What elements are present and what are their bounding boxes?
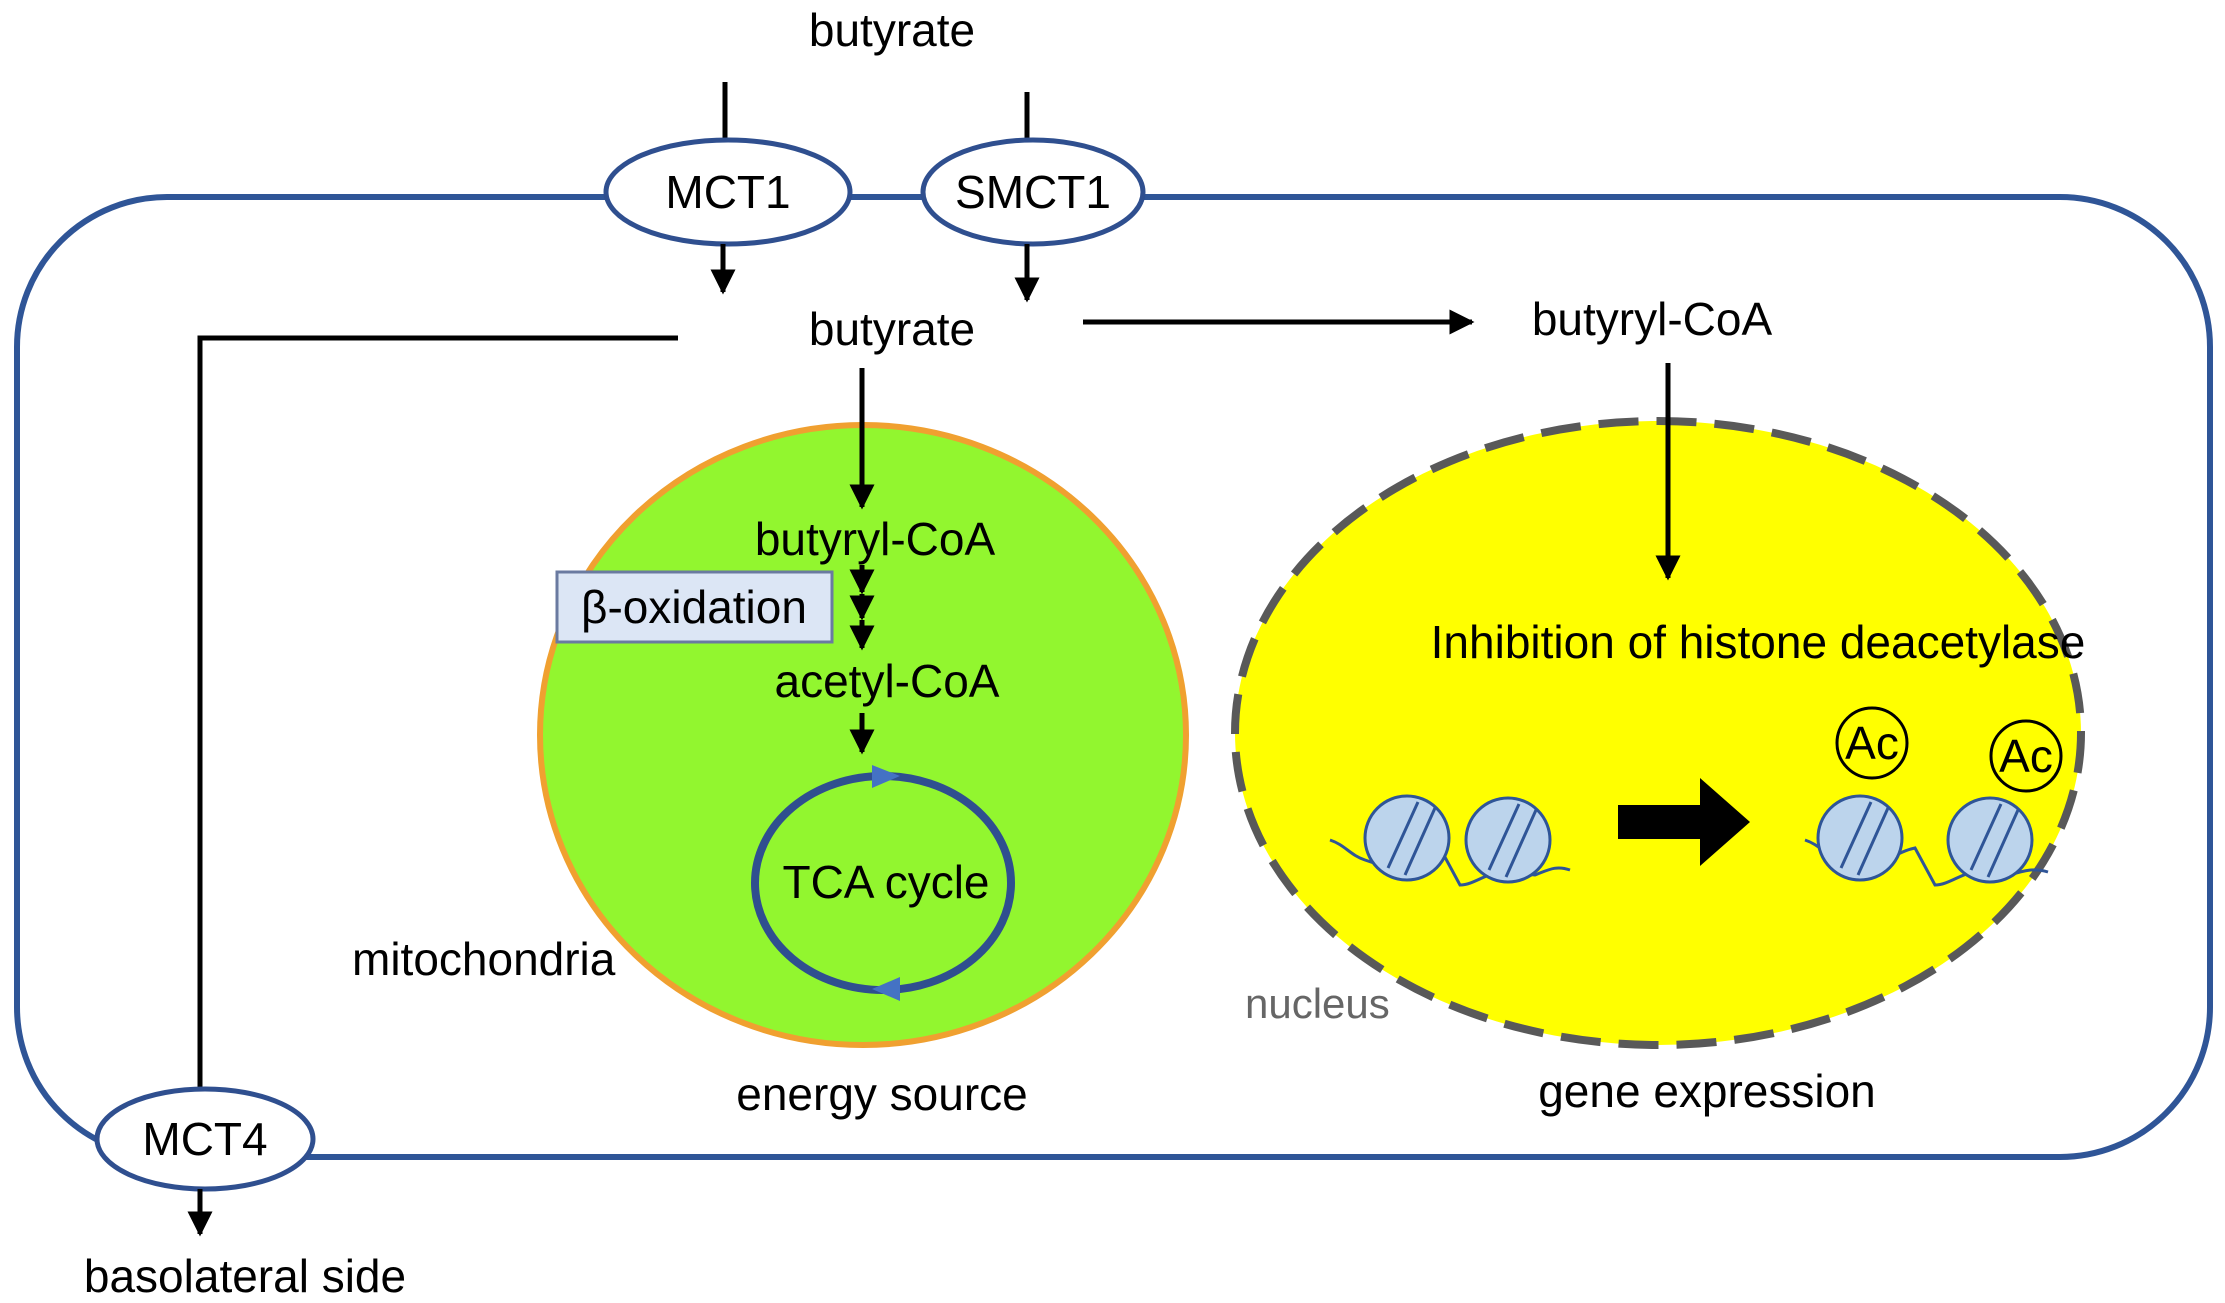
nucleosome-after-1-wrap-a <box>1839 801 1873 869</box>
tca-cycle-arrow-top <box>872 765 900 788</box>
nucleosome-after-2-wrap-a <box>1969 803 2003 871</box>
mct4-label: MCT4 <box>142 1113 267 1165</box>
nucleus <box>1231 417 2085 1049</box>
mct1-transporter: MCT1 <box>603 137 853 247</box>
energy-source-label: energy source <box>736 1068 1028 1120</box>
butyrate-inside-label: butyrate <box>809 303 975 355</box>
beta-oxidation-label: β-oxidation <box>581 581 807 633</box>
tca-cycle-arrow-bottom <box>872 977 900 1001</box>
smct1-ellipse <box>920 137 1146 247</box>
nucleosome-group-before <box>1329 794 1571 887</box>
nucleosome-after-1 <box>1816 794 1904 882</box>
butyrate-outside-label: butyrate <box>809 4 975 56</box>
nucleosome-before-1 <box>1363 794 1451 882</box>
nucleosome-before-2-wrap-a <box>1487 803 1521 871</box>
mitochondria-label: mitochondria <box>352 933 616 985</box>
acetyl-group-1 <box>1835 706 1909 780</box>
nucleosome-before-2 <box>1464 796 1552 884</box>
acetyl-group-2 <box>1989 719 2063 793</box>
mct4-transporter: MCT4 <box>94 1086 316 1192</box>
nucleosome-before-2-wrap-b <box>1504 809 1538 878</box>
nucleus-label: nucleus <box>1245 980 1390 1027</box>
butyryl-coa-cytosol-label: butyryl-CoA <box>1532 293 1773 345</box>
smct1-transporter: SMCT1 <box>920 137 1146 247</box>
butyrate-efflux-path <box>197 335 678 1090</box>
mct1-ellipse <box>603 137 853 247</box>
acetyl-group-1-label: Ac <box>1845 717 1899 769</box>
dna-strand-before <box>1329 838 1571 887</box>
tca-cycle-label: TCA cycle <box>782 856 989 908</box>
beta-oxidation-rect <box>555 570 834 644</box>
nucleosome-before-1-wrap-b <box>1403 807 1437 876</box>
beta-oxidation-box: β-oxidation <box>555 570 834 644</box>
nucleosome-before-1-wrap-a <box>1386 801 1420 869</box>
hdac-inhibition-label: Inhibition of histone deacetylase <box>1431 616 2086 668</box>
acetyl-group-2-label: Ac <box>1999 730 2053 782</box>
gene-expression-label: gene expression <box>1538 1065 1876 1117</box>
mct1-label: MCT1 <box>665 166 790 218</box>
nucleosome-after-2 <box>1946 796 2034 884</box>
butyryl-coa-mito-label: butyryl-CoA <box>755 513 996 565</box>
nucleosome-group-after: Ac Ac <box>1804 706 2063 887</box>
smct1-label: SMCT1 <box>955 166 1111 218</box>
acetyl-coa-label: acetyl-CoA <box>775 655 1000 707</box>
basolateral-side-label: basolateral side <box>84 1250 406 1302</box>
tca-cycle: TCA cycle <box>751 765 1015 1001</box>
nucleus-body <box>1231 417 2085 1049</box>
nucleosome-after-1-wrap-b <box>1856 807 1890 876</box>
mct4-ellipse <box>94 1086 316 1192</box>
acetylation-transition-arrow <box>1618 778 1750 866</box>
nucleosome-after-2-wrap-b <box>1986 809 2020 878</box>
